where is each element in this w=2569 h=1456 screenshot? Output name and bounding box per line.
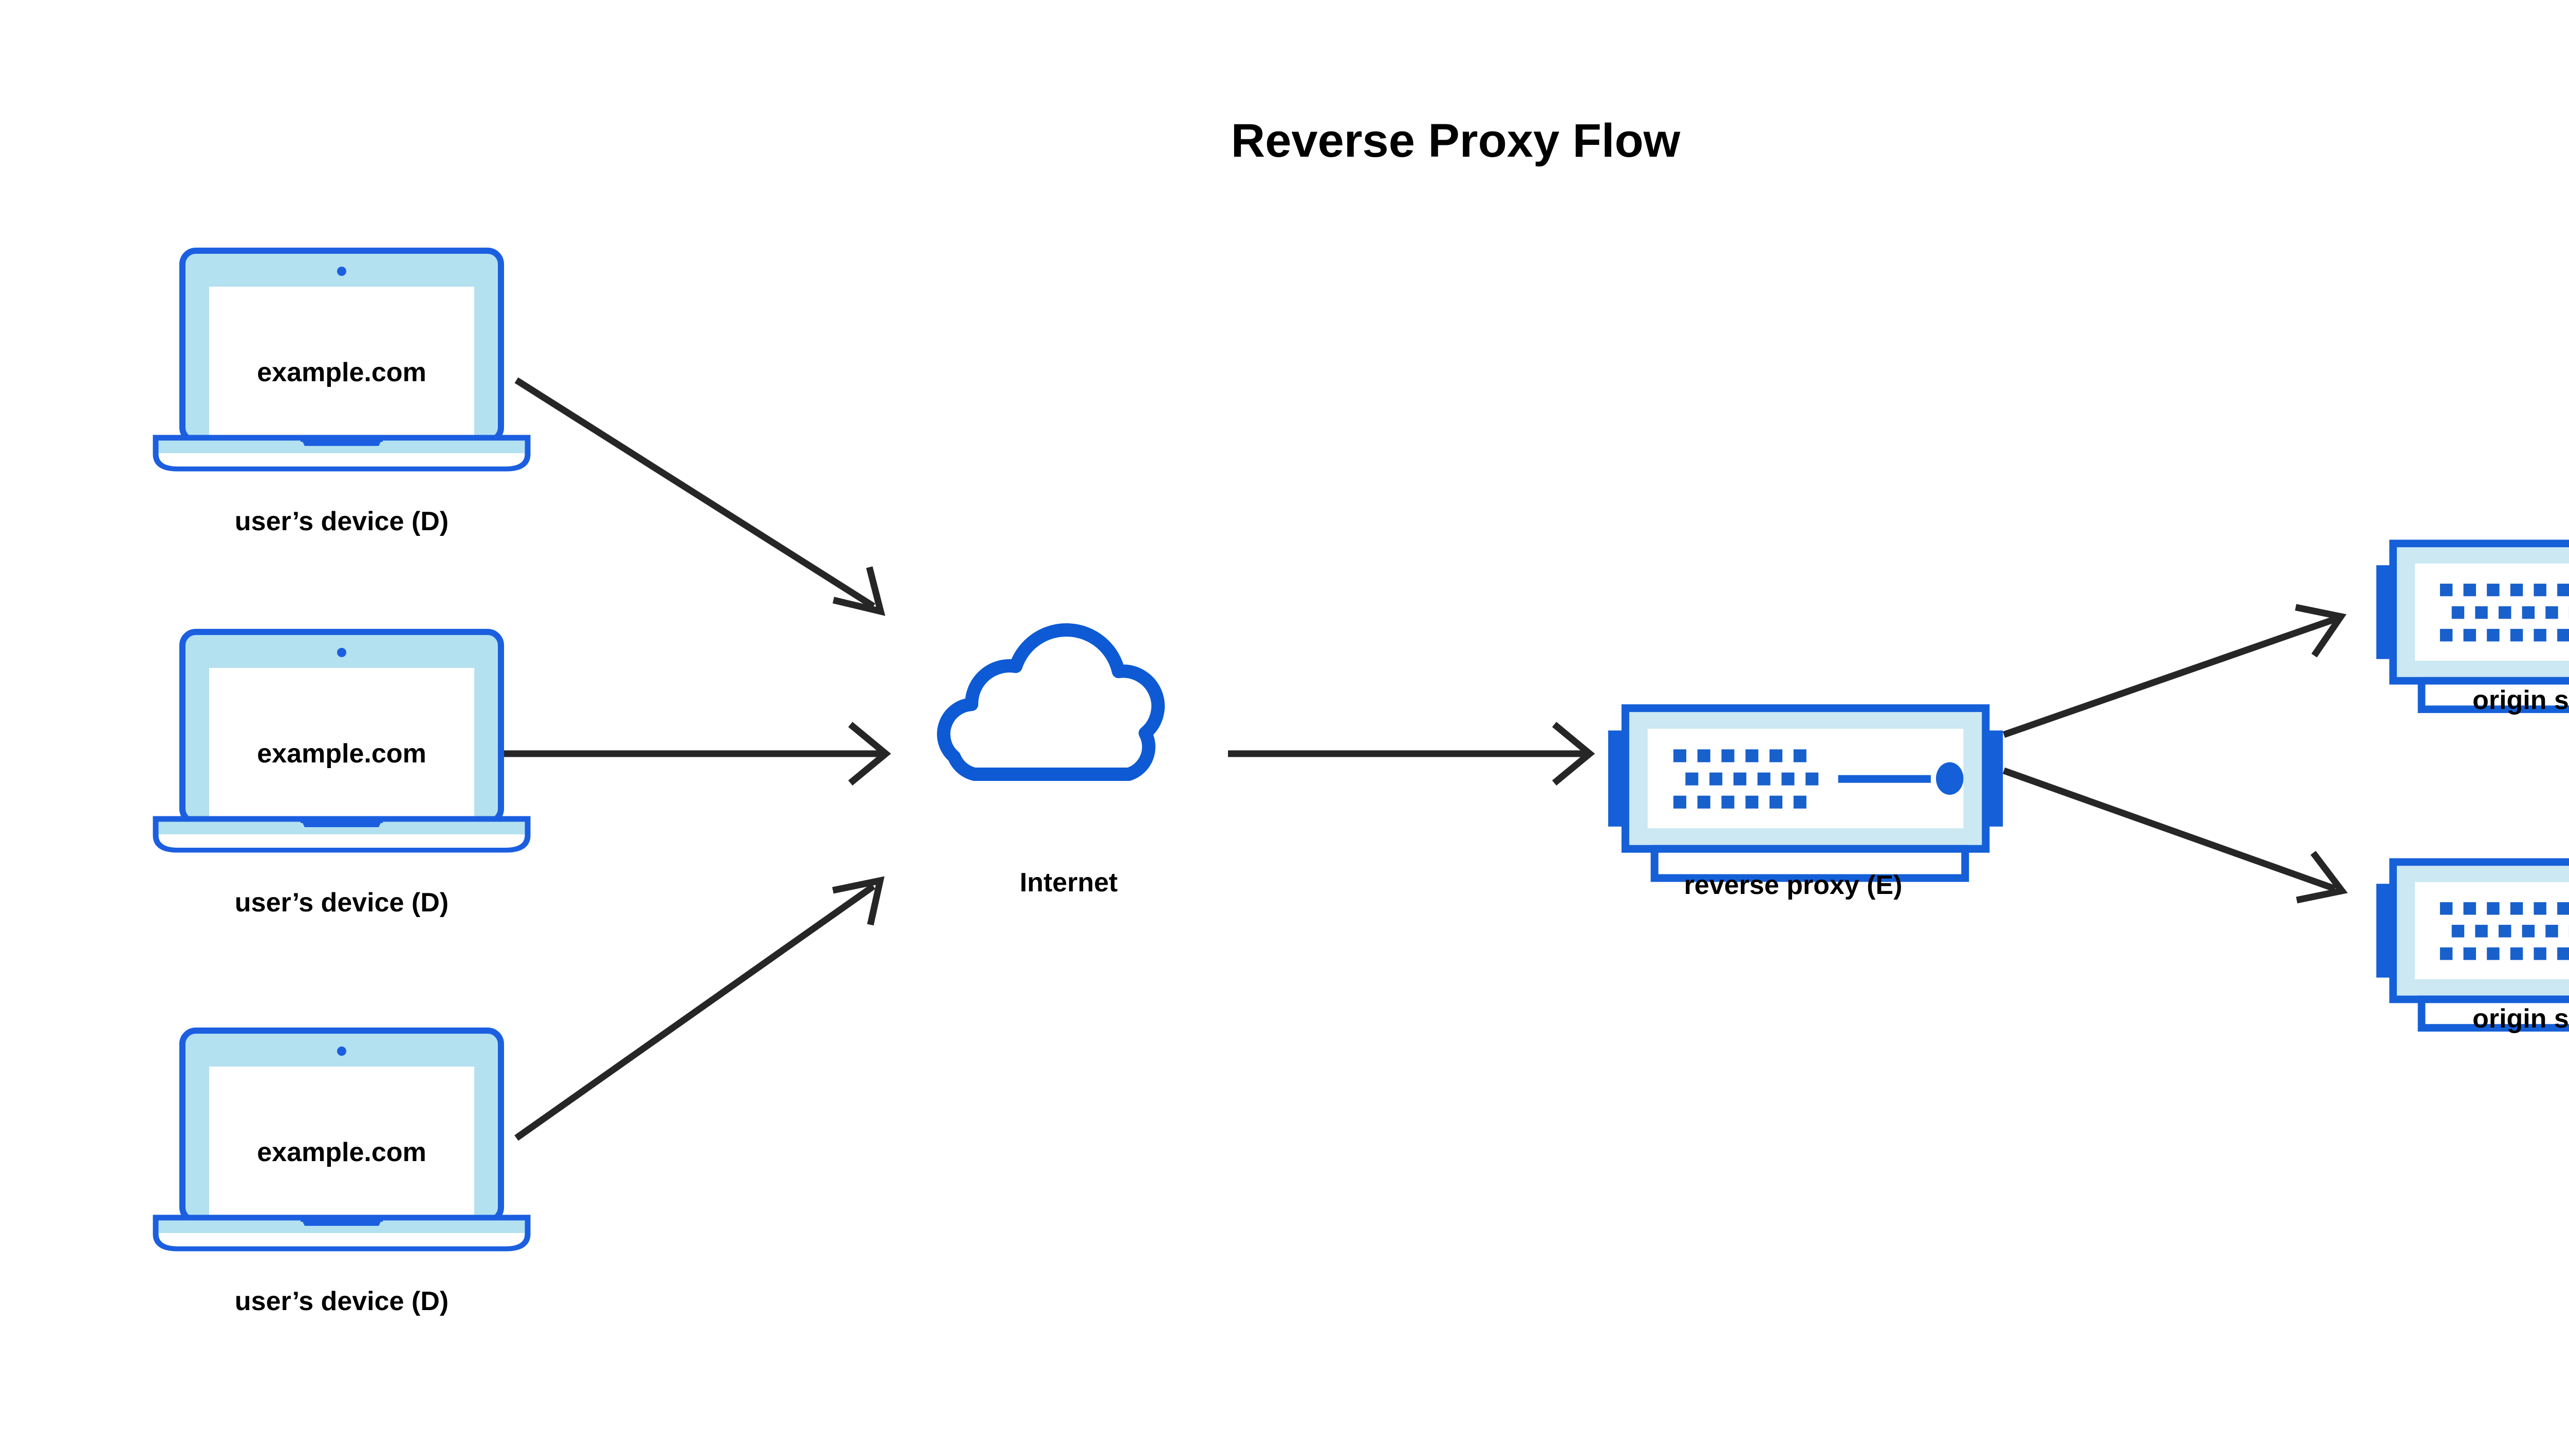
- node-label-user-device-2: user’s device (D): [235, 888, 449, 918]
- server-icon: [1608, 708, 2003, 878]
- device-screen-text: example.com: [257, 1137, 426, 1167]
- page-title: Reverse Proxy Flow: [1231, 115, 1681, 167]
- node-label-user-device-1: user’s device (D): [235, 507, 449, 536]
- node-user-device-1[interactable]: example.com user’s device (D): [156, 251, 528, 536]
- edge-proxy-origin1: [2002, 604, 2347, 738]
- node-internet-cloud[interactable]: Internet: [944, 630, 1158, 898]
- node-user-device-2[interactable]: example.com user’s device (D): [156, 632, 528, 918]
- node-label-origin-server-2: origin server (F): [2472, 1004, 2569, 1034]
- server-icon: [2376, 544, 2569, 710]
- node-label-origin-server-1: origin server (F): [2472, 685, 2569, 715]
- node-label-reverse-proxy: reverse proxy (E): [1684, 870, 1903, 900]
- node-label-internet: Internet: [1020, 868, 1118, 898]
- edge-internet-proxy: [1228, 721, 1595, 786]
- device-screen-text: example.com: [257, 739, 426, 769]
- node-origin-server-1[interactable]: origin server (F): [2376, 544, 2569, 715]
- edge-device2-internet: [496, 721, 891, 786]
- cloud-icon: [944, 630, 1158, 774]
- edge-proxy-origin2: [2002, 767, 2348, 904]
- node-label-user-device-3: user’s device (D): [235, 1286, 449, 1316]
- node-reverse-proxy[interactable]: reverse proxy (E): [1608, 708, 2003, 900]
- edge-device3-internet: [514, 876, 885, 1141]
- edge-device1-internet: [514, 377, 885, 616]
- server-icon: [2376, 862, 2569, 1028]
- node-origin-server-2[interactable]: origin server (F): [2376, 862, 2569, 1034]
- node-user-device-3[interactable]: example.com user’s device (D): [156, 1031, 528, 1316]
- device-screen-text: example.com: [257, 358, 426, 387]
